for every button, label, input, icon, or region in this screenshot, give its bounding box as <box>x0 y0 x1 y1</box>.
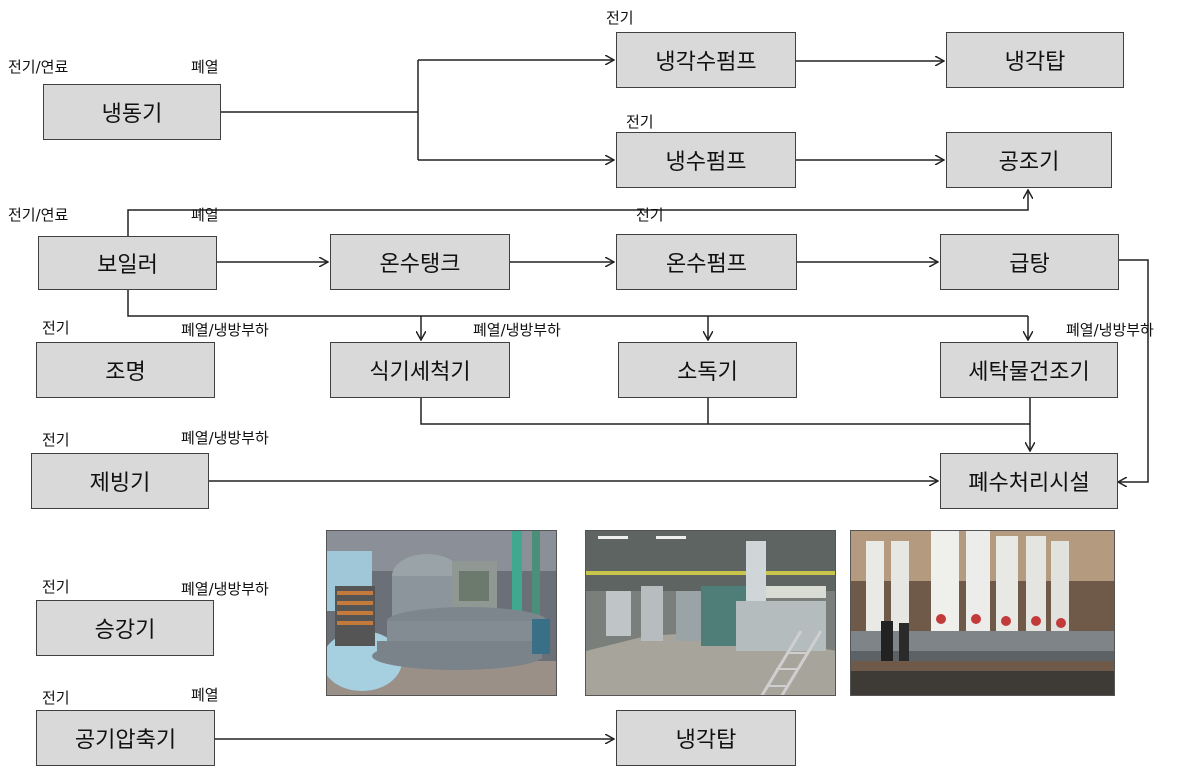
input-label: 전기 <box>626 113 654 131</box>
input-label: 전기 <box>606 9 634 27</box>
laundry-dryer-box: 세탁물건조기 <box>940 342 1118 398</box>
output-label: 폐열/냉방부하 <box>181 429 269 447</box>
chilled-water-pump-box: 냉수펌프 <box>616 132 796 188</box>
input-label: 전기 <box>42 319 70 337</box>
output-label: 폐열 <box>191 686 219 704</box>
output-label: 폐열/냉방부하 <box>473 321 561 339</box>
output-label: 폐열 <box>191 58 219 76</box>
ahu-box: 공조기 <box>946 132 1112 188</box>
output-label: 폐열/냉방부하 <box>181 580 269 598</box>
boiler-box: 보일러 <box>38 236 217 290</box>
dishwasher-box: 식기세척기 <box>330 342 510 398</box>
output-label: 폐열/냉방부하 <box>1066 321 1154 339</box>
pipe-header-photo <box>850 530 1115 696</box>
input-label: 전기 <box>42 431 70 449</box>
output-label: 폐열/냉방부하 <box>181 321 269 339</box>
hot-water-pump-box: 온수펌프 <box>616 234 797 290</box>
input-label: 전기/연료 <box>8 206 68 224</box>
elevator-box: 승강기 <box>36 600 214 656</box>
sterilizer-box: 소독기 <box>618 342 797 398</box>
air-compressor-box: 공기압축기 <box>36 710 215 766</box>
lighting-box: 조명 <box>36 342 215 398</box>
hot-water-supply-box: 급탕 <box>940 234 1119 290</box>
cooling-water-pump-box: 냉각수펌프 <box>616 32 796 88</box>
input-label: 전기 <box>42 689 70 707</box>
chiller-box: 냉동기 <box>43 84 221 140</box>
plant-room-photo <box>585 530 836 696</box>
input-label: 전기 <box>636 206 664 224</box>
ice-maker-box: 제빙기 <box>31 453 209 509</box>
output-label: 폐열 <box>191 206 219 224</box>
cooling-tower-2-box: 냉각탑 <box>616 710 796 766</box>
chiller-photo <box>326 530 557 696</box>
hot-water-tank-box: 온수탱크 <box>330 234 510 290</box>
wastewater-facility-box: 폐수처리시설 <box>940 453 1118 509</box>
cooling-tower-box: 냉각탑 <box>946 32 1124 88</box>
input-label: 전기/연료 <box>8 58 68 76</box>
input-label: 전기 <box>42 578 70 596</box>
